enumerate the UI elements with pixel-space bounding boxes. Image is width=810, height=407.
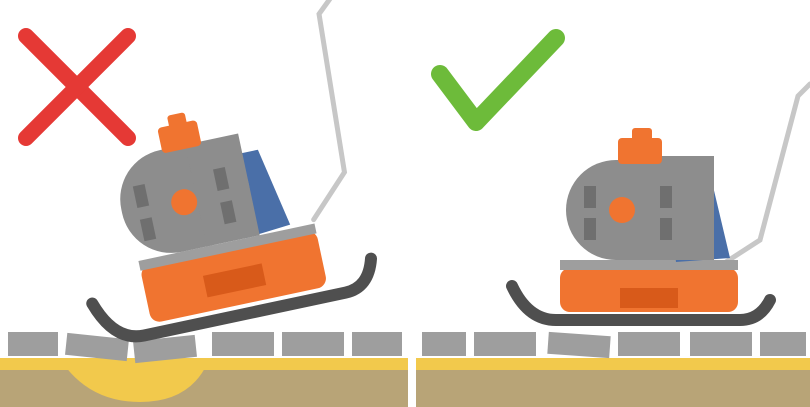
panel-divider bbox=[408, 0, 416, 407]
fuel-tank-cap bbox=[632, 128, 652, 142]
cross-icon bbox=[26, 36, 128, 138]
engine-cap bbox=[609, 197, 635, 223]
engine-block bbox=[640, 156, 714, 260]
pavers-right bbox=[422, 332, 806, 358]
compactor-tilted bbox=[39, 0, 398, 345]
handle bbox=[268, 0, 382, 220]
handle bbox=[726, 84, 810, 262]
paver bbox=[352, 332, 402, 356]
sand-layer-left bbox=[0, 358, 408, 370]
paver bbox=[474, 332, 536, 356]
paver-tilted bbox=[547, 332, 610, 358]
engine-fin bbox=[660, 186, 672, 208]
engine-fin bbox=[584, 186, 596, 208]
compactor-level bbox=[512, 84, 810, 320]
paver bbox=[8, 332, 58, 356]
paver bbox=[760, 332, 806, 356]
paver bbox=[618, 332, 680, 356]
check-icon bbox=[440, 38, 556, 122]
paver bbox=[690, 332, 752, 356]
soil-left bbox=[0, 368, 408, 407]
orange-panel bbox=[620, 288, 678, 308]
engine-fin bbox=[660, 218, 672, 240]
paver bbox=[212, 332, 274, 356]
paver bbox=[422, 332, 466, 356]
ground-right bbox=[416, 332, 810, 407]
engine-fin bbox=[584, 218, 596, 240]
correct-panel bbox=[416, 38, 810, 407]
base-trim bbox=[560, 260, 738, 270]
incorrect-panel bbox=[0, 0, 408, 407]
paver bbox=[282, 332, 344, 356]
soil-right bbox=[416, 368, 810, 407]
ground-left bbox=[0, 332, 408, 407]
sand-layer-right bbox=[416, 358, 810, 370]
